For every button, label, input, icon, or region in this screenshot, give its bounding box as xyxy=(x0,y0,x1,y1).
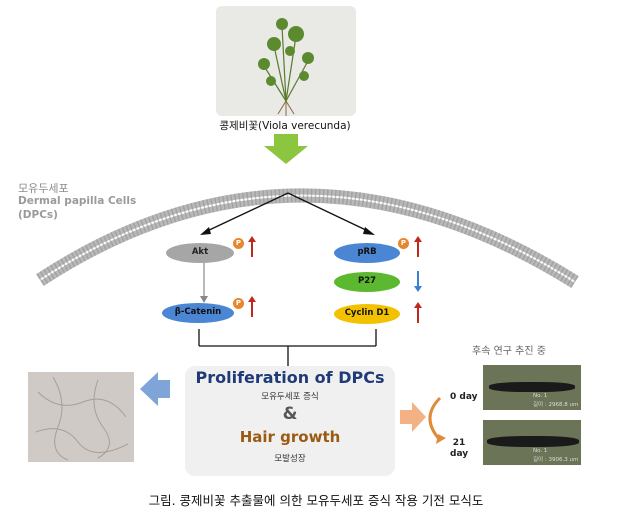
dpc-label-line1: Dermal papilla Cells xyxy=(18,195,137,207)
dpc-label-korean: 모유두세포 xyxy=(18,182,69,195)
beta-catenin-node: β-Catenin xyxy=(162,303,234,323)
up-arrow-icon xyxy=(414,236,422,257)
p27-label: P27 xyxy=(357,276,377,286)
cyclin-d1-node: Cyclin D1 xyxy=(334,304,400,324)
hair-growth-title: Hair growth xyxy=(239,428,341,446)
ampersand: & xyxy=(282,404,298,424)
follicle-day0-length: 길이 : 2968.8 um xyxy=(533,402,579,408)
dpc-label-line2: (DPCs) xyxy=(18,209,58,221)
dpc-label-english: Dermal papilla Cells (DPCs) xyxy=(18,194,136,222)
up-arrow-icon xyxy=(248,236,256,257)
beta-catenin-label: β-Catenin xyxy=(174,307,222,317)
hair-shaft-day21 xyxy=(487,436,579,447)
cell-culture-photo xyxy=(28,372,134,462)
day21-unit: day xyxy=(450,449,469,459)
hair-growth-korean: 모발성장 xyxy=(274,454,306,464)
proliferation-title: Proliferation of DPCs xyxy=(195,368,385,387)
phospho-badge-akt: P xyxy=(233,238,244,249)
down-arrow-icon xyxy=(264,134,308,164)
follicle-day0-no: No. 1 xyxy=(533,393,548,399)
followup-label: 후속 연구 추진 중 xyxy=(472,346,546,357)
figure-caption: 그림. 콩제비꽃 추출물에 의한 모유두세포 증식 작용 기전 모식도 xyxy=(148,493,484,508)
up-arrow-icon xyxy=(248,296,256,317)
hair-follicle-day21-photo: No. 1 길이 : 3906.3 um xyxy=(483,420,581,465)
plant-illustration xyxy=(258,18,314,116)
follicle-day21-no: No. 1 xyxy=(533,448,548,454)
hair-follicle-day0-photo: No. 1 길이 : 2968.8 um xyxy=(483,365,581,410)
down-arrow-icon xyxy=(414,271,422,292)
plant-photo xyxy=(216,6,356,116)
day0-label: 0 day xyxy=(450,392,478,402)
follicle-day21-length: 길이 : 3906.3 um xyxy=(533,457,579,463)
up-arrow-icon xyxy=(414,302,422,323)
akt-label: Akt xyxy=(191,247,209,257)
prb-label: pRB xyxy=(357,247,377,257)
phospho-badge-prb: P xyxy=(398,238,409,249)
prb-node: pRB xyxy=(334,243,400,263)
proliferation-korean: 모유두세포 증식 xyxy=(261,392,319,402)
hair-shaft-day0 xyxy=(489,382,575,392)
result-box xyxy=(185,366,395,476)
day21-number: 21 xyxy=(452,438,466,448)
cell-culture-illustration xyxy=(35,376,129,461)
plant-caption: 콩제비꽃(Viola verecunda) xyxy=(219,120,351,132)
p27-node: P27 xyxy=(334,272,400,292)
cyclin-d1-label: Cyclin D1 xyxy=(344,308,390,318)
akt-node: Akt xyxy=(166,243,234,263)
phospho-badge-beta-catenin: P xyxy=(233,298,244,309)
day21-label: 21 day xyxy=(450,438,468,460)
